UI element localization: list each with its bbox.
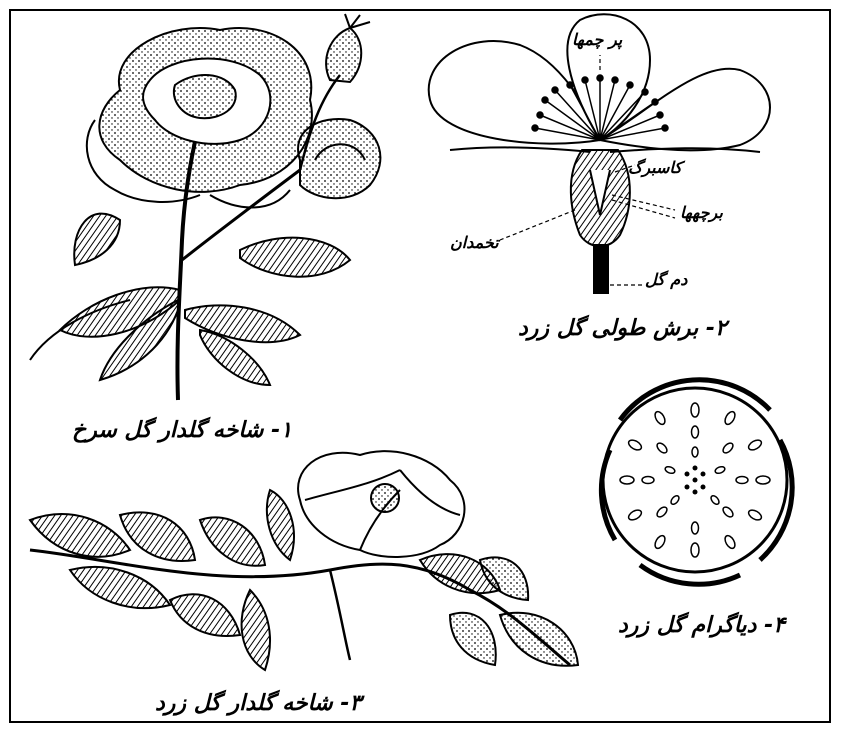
label-petals: پر چمها bbox=[572, 32, 622, 48]
figure-2-caption: ۲- برش طولی گل زرد bbox=[518, 318, 727, 340]
label-ovary: تخمدان bbox=[450, 235, 499, 251]
label-carpels: برچهها bbox=[680, 205, 723, 221]
label-sepal: کاسبرگ bbox=[628, 160, 682, 176]
figure-3-caption: ۳- شاخه گلدار گل زرد bbox=[155, 693, 361, 715]
rose-half-open bbox=[298, 119, 380, 198]
figure-1-caption: ۱- شاخه گلدار گل سرخ bbox=[72, 420, 292, 442]
figure-4-caption: ۴- دیاگرام گل زرد bbox=[618, 615, 785, 637]
label-stalk: دم گل bbox=[645, 272, 687, 288]
flower-stalk bbox=[594, 245, 608, 293]
